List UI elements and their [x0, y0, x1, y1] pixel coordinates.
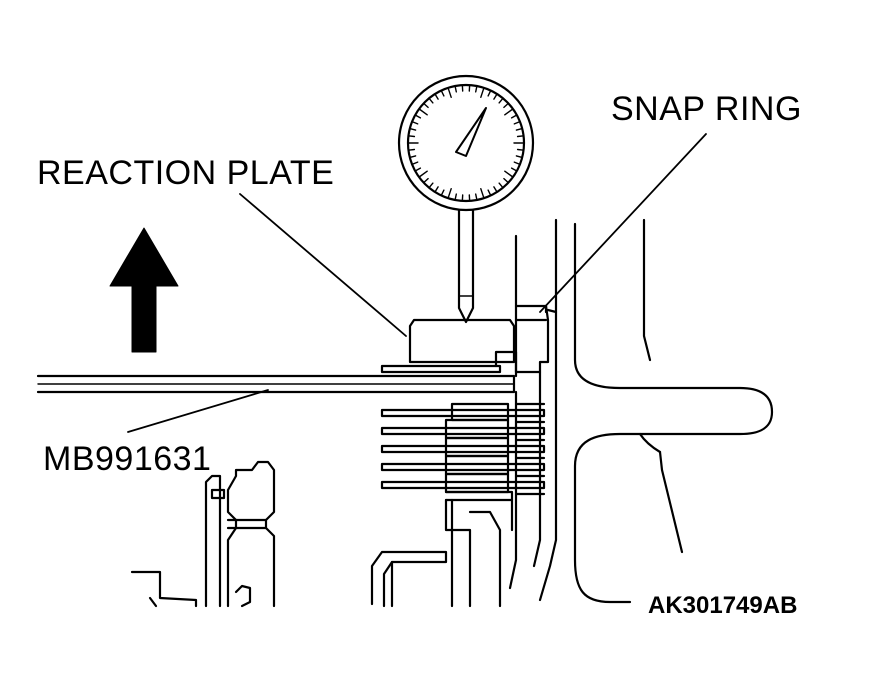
gauge-tick — [475, 193, 478, 200]
snap-ring-label: SNAP RING — [611, 90, 802, 128]
clutch-plate-stack — [380, 402, 546, 502]
gauge-tick — [503, 177, 509, 183]
gauge-tick — [504, 170, 513, 178]
gauge-ticks — [408, 85, 524, 201]
gauge-outer-ring — [397, 74, 535, 212]
gauge-tick — [493, 186, 498, 192]
gauge-tick — [415, 114, 422, 119]
gauge-tick — [510, 114, 517, 119]
gauge-tick — [447, 187, 452, 198]
up-arrow-icon — [109, 227, 179, 353]
gauge-tick — [516, 148, 524, 151]
tool-leader — [127, 389, 269, 433]
gauge-tick — [429, 98, 434, 104]
gauge-tick — [434, 186, 439, 192]
tool-number-label: MB991631 — [43, 440, 212, 478]
gauge-tick — [515, 128, 522, 131]
input-shaft-part — [226, 460, 276, 608]
transmission-case — [573, 222, 774, 604]
gauge-tick — [498, 98, 503, 104]
gauge-tick — [408, 148, 416, 151]
gauge-tick — [441, 90, 445, 97]
gauge-tick — [441, 189, 445, 196]
housing-upper-wall — [514, 218, 558, 314]
gauge-tick — [510, 167, 517, 172]
housing-outer-wall — [538, 310, 558, 602]
gauge-tick — [412, 121, 419, 125]
gauge-tick — [513, 161, 520, 165]
snap-ring-leader — [539, 133, 707, 313]
reaction-plate-leader — [239, 193, 407, 337]
reaction-plate-block — [408, 318, 516, 364]
gauge-tick — [447, 88, 452, 99]
reaction-plate-label: REACTION PLATE — [37, 154, 335, 192]
housing-inner-wall — [508, 370, 542, 590]
gauge-tick — [423, 103, 429, 109]
gauge-tick — [410, 155, 417, 158]
gauge-tick — [487, 189, 491, 196]
gauge-tick — [419, 170, 428, 178]
gauge-tick — [419, 108, 428, 116]
figure-id-label: AK301749AB — [648, 592, 798, 619]
snap-ring — [514, 304, 550, 374]
gauge-tick — [410, 128, 417, 131]
gauge-tick — [513, 121, 520, 125]
gauge-tick — [493, 94, 498, 100]
gauge-needle — [455, 107, 487, 157]
gauge-tick — [498, 182, 503, 188]
gauge-tick — [475, 86, 478, 93]
gauge-tick — [480, 187, 485, 198]
gauge-tick — [504, 108, 513, 116]
gauge-tick — [487, 90, 491, 97]
gauge-tick — [503, 103, 509, 109]
dial-indicator-gauge — [397, 74, 535, 324]
gauge-tick — [429, 182, 434, 188]
gauge-tick — [415, 167, 422, 172]
gauge-tick — [423, 177, 429, 183]
gauge-tick — [454, 86, 457, 93]
gauge-tick — [408, 135, 416, 138]
gauge-tick — [516, 135, 524, 138]
gauge-tick — [454, 193, 457, 200]
gauge-tick — [434, 94, 439, 100]
gauge-tick — [515, 155, 522, 158]
gauge-tick — [412, 161, 419, 165]
gauge-tick — [480, 88, 485, 99]
gauge-stem — [457, 208, 475, 324]
gauge-face — [406, 83, 526, 203]
